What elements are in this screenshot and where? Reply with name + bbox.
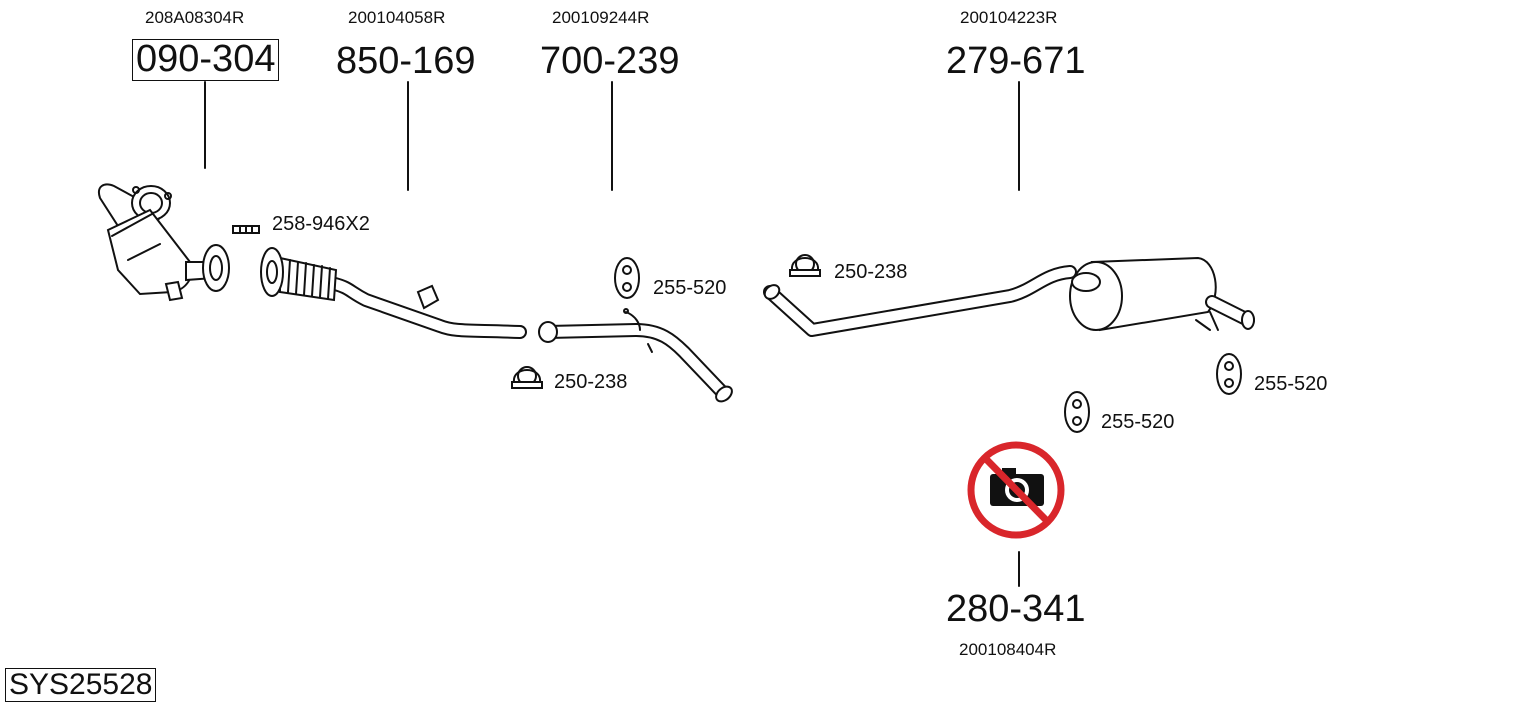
clamp-rear-drawing	[789, 254, 821, 277]
ref-200108404R: 200108404R	[959, 640, 1057, 659]
no-photo-icon	[967, 441, 1065, 539]
hanger-rear-right-drawing	[1216, 353, 1242, 395]
clamp-front-label[interactable]: 250-238	[554, 371, 628, 393]
hanger-mid-label[interactable]: 255-520	[653, 277, 727, 299]
part-number-279-671[interactable]: 279-671	[946, 40, 1086, 82]
bolt-label[interactable]: 258-946X2	[272, 213, 370, 235]
hanger-rear-right-label[interactable]: 255-520	[1254, 373, 1328, 395]
bolt-drawing	[232, 225, 260, 234]
system-code: SYS25528	[5, 668, 157, 702]
middle-pipe-drawing	[538, 308, 733, 403]
ref-200104058R: 200104058R	[348, 8, 446, 27]
hanger-mid-drawing	[614, 257, 640, 299]
ref-200104223R: 200104223R	[960, 8, 1058, 27]
part-number-090-304[interactable]: 090-304	[132, 39, 280, 81]
catalytic-converter-drawing	[98, 183, 230, 302]
ref-208A08304R: 208A08304R	[145, 8, 245, 27]
part-number-280-341[interactable]: 280-341	[946, 588, 1086, 630]
clamp-front-drawing	[511, 366, 543, 389]
hanger-rear-left-label[interactable]: 255-520	[1101, 411, 1175, 433]
clamp-rear-label[interactable]: 250-238	[834, 261, 908, 283]
part-number-700-239[interactable]: 700-239	[540, 40, 680, 82]
rear-silencer-drawing	[763, 256, 1255, 337]
part-number-850-169[interactable]: 850-169	[336, 40, 476, 82]
hanger-rear-left-drawing	[1064, 391, 1090, 433]
ref-200109244R: 200109244R	[552, 8, 650, 27]
front-pipe-drawing	[260, 247, 527, 339]
